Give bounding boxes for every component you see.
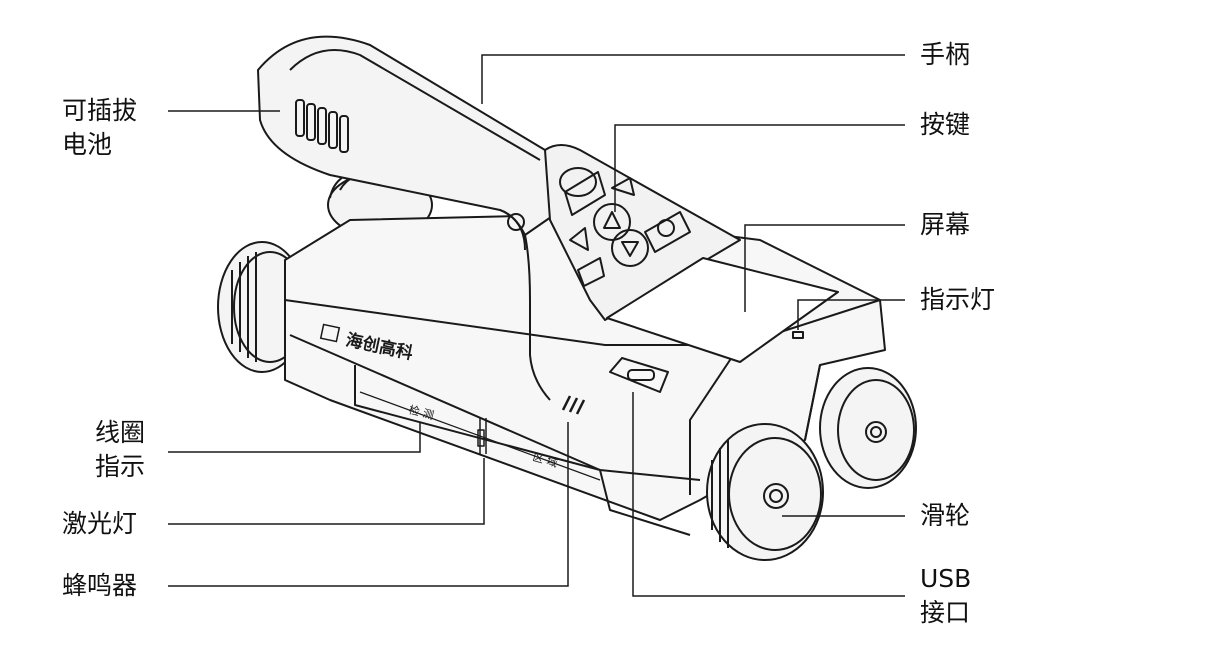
label-buzzer: 蜂鸣器 [62, 571, 138, 600]
zone-label-detect: 检 测 [407, 402, 435, 422]
control-panel [544, 144, 741, 321]
label-wheels: 滑轮 [920, 501, 971, 530]
rear-right-wheel [819, 367, 917, 489]
label-screen: 屏幕 [920, 210, 971, 239]
label-battery-line2: 电池 [62, 130, 113, 159]
label-coil-line1: 线圈 [95, 418, 146, 447]
label-handle: 手柄 [920, 40, 971, 69]
label-keys: 按键 [920, 110, 971, 139]
label-usb: USB 接口 [920, 562, 971, 630]
label-battery-line1: 可插拔 [62, 96, 138, 125]
label-laser: 激光灯 [62, 509, 138, 538]
leader-lines [168, 54, 905, 597]
label-indicator-light: 指示灯 [920, 285, 996, 314]
label-battery: 可插拔 电池 [62, 94, 137, 162]
indicator-light [792, 331, 804, 339]
label-coil-indicator: 线圈 指示 [95, 416, 145, 484]
laser-marker [477, 418, 487, 454]
label-usb-line1: USB [920, 564, 972, 593]
label-usb-line2: 接口 [920, 598, 971, 627]
front-right-wheel [706, 423, 824, 561]
buzzer-grille [561, 395, 586, 415]
screen [606, 257, 839, 363]
label-coil-line2: 指示 [95, 452, 146, 481]
brand-logo-mark [319, 323, 341, 343]
usb-port [609, 357, 669, 393]
